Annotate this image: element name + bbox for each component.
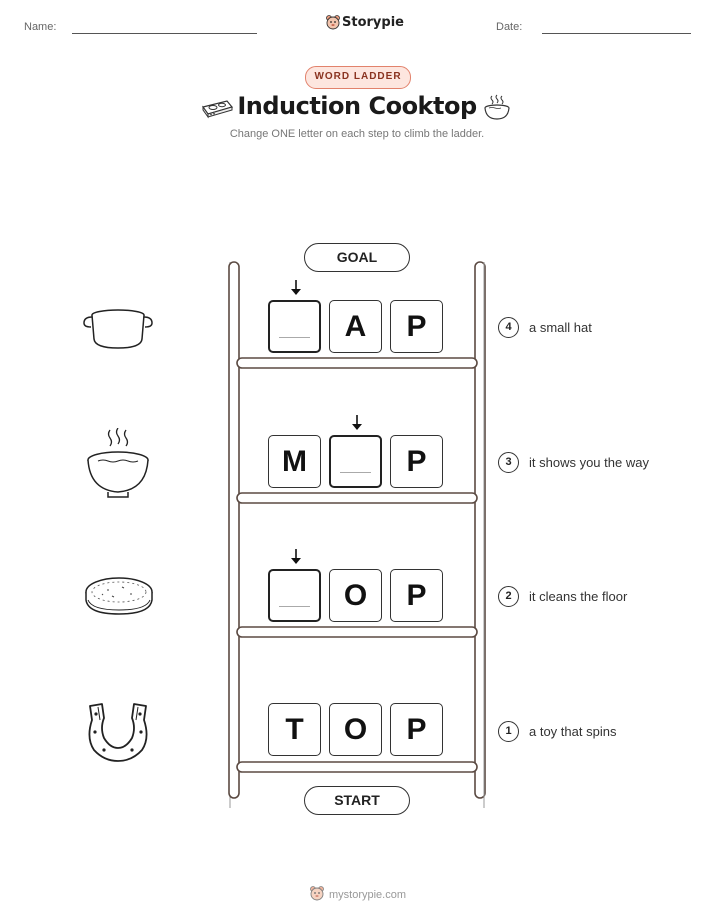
start-label: START [304, 786, 410, 815]
change-arrow-icon [290, 279, 302, 297]
brand-name: Storypie [342, 15, 404, 30]
step-number: 1 [498, 721, 519, 742]
letter-tile: O [329, 569, 382, 622]
name-field[interactable] [72, 33, 257, 34]
letter-tile: A [329, 300, 382, 353]
steaming-bowl-icon [482, 92, 512, 122]
clue-text: a toy that spins [529, 724, 617, 739]
pot-icon [82, 303, 154, 351]
storypie-logo-icon [309, 885, 325, 901]
instructions: Change ONE letter on each step to climb … [229, 128, 485, 140]
step-number: 2 [498, 586, 519, 607]
letter-tile: P [390, 300, 443, 353]
cooktop-icon [200, 95, 234, 119]
letter-tile: T [268, 703, 321, 756]
pancake-icon [82, 574, 156, 620]
change-arrow-icon [351, 414, 363, 432]
date-field[interactable] [542, 33, 691, 34]
step-number: 3 [498, 452, 519, 473]
letter-tile: M [268, 435, 321, 488]
footer-site[interactable]: mystorypie.com [329, 889, 407, 901]
name-label: Name: [24, 21, 57, 33]
letter-tile: P [390, 435, 443, 488]
letter-input[interactable] [268, 300, 321, 353]
ladder [226, 258, 488, 813]
goal-label: GOAL [304, 243, 410, 272]
storypie-logo-icon [325, 14, 341, 30]
letter-input[interactable] [268, 569, 321, 622]
clue-text: it shows you the way [529, 455, 649, 470]
step-number: 4 [498, 317, 519, 338]
activity-badge: WORD LADDER [305, 66, 411, 89]
activity-title: Induction Cooktop [237, 92, 477, 120]
letter-tile: P [390, 703, 443, 756]
clue-text: a small hat [529, 320, 592, 335]
letter-input[interactable] [329, 435, 382, 488]
soup-bowl-icon [84, 427, 152, 500]
horseshoe-icon [86, 698, 150, 762]
letter-tile: P [390, 569, 443, 622]
clue-text: it cleans the floor [529, 589, 628, 604]
date-label: Date: [496, 21, 523, 33]
change-arrow-icon [290, 548, 302, 566]
letter-tile: O [329, 703, 382, 756]
